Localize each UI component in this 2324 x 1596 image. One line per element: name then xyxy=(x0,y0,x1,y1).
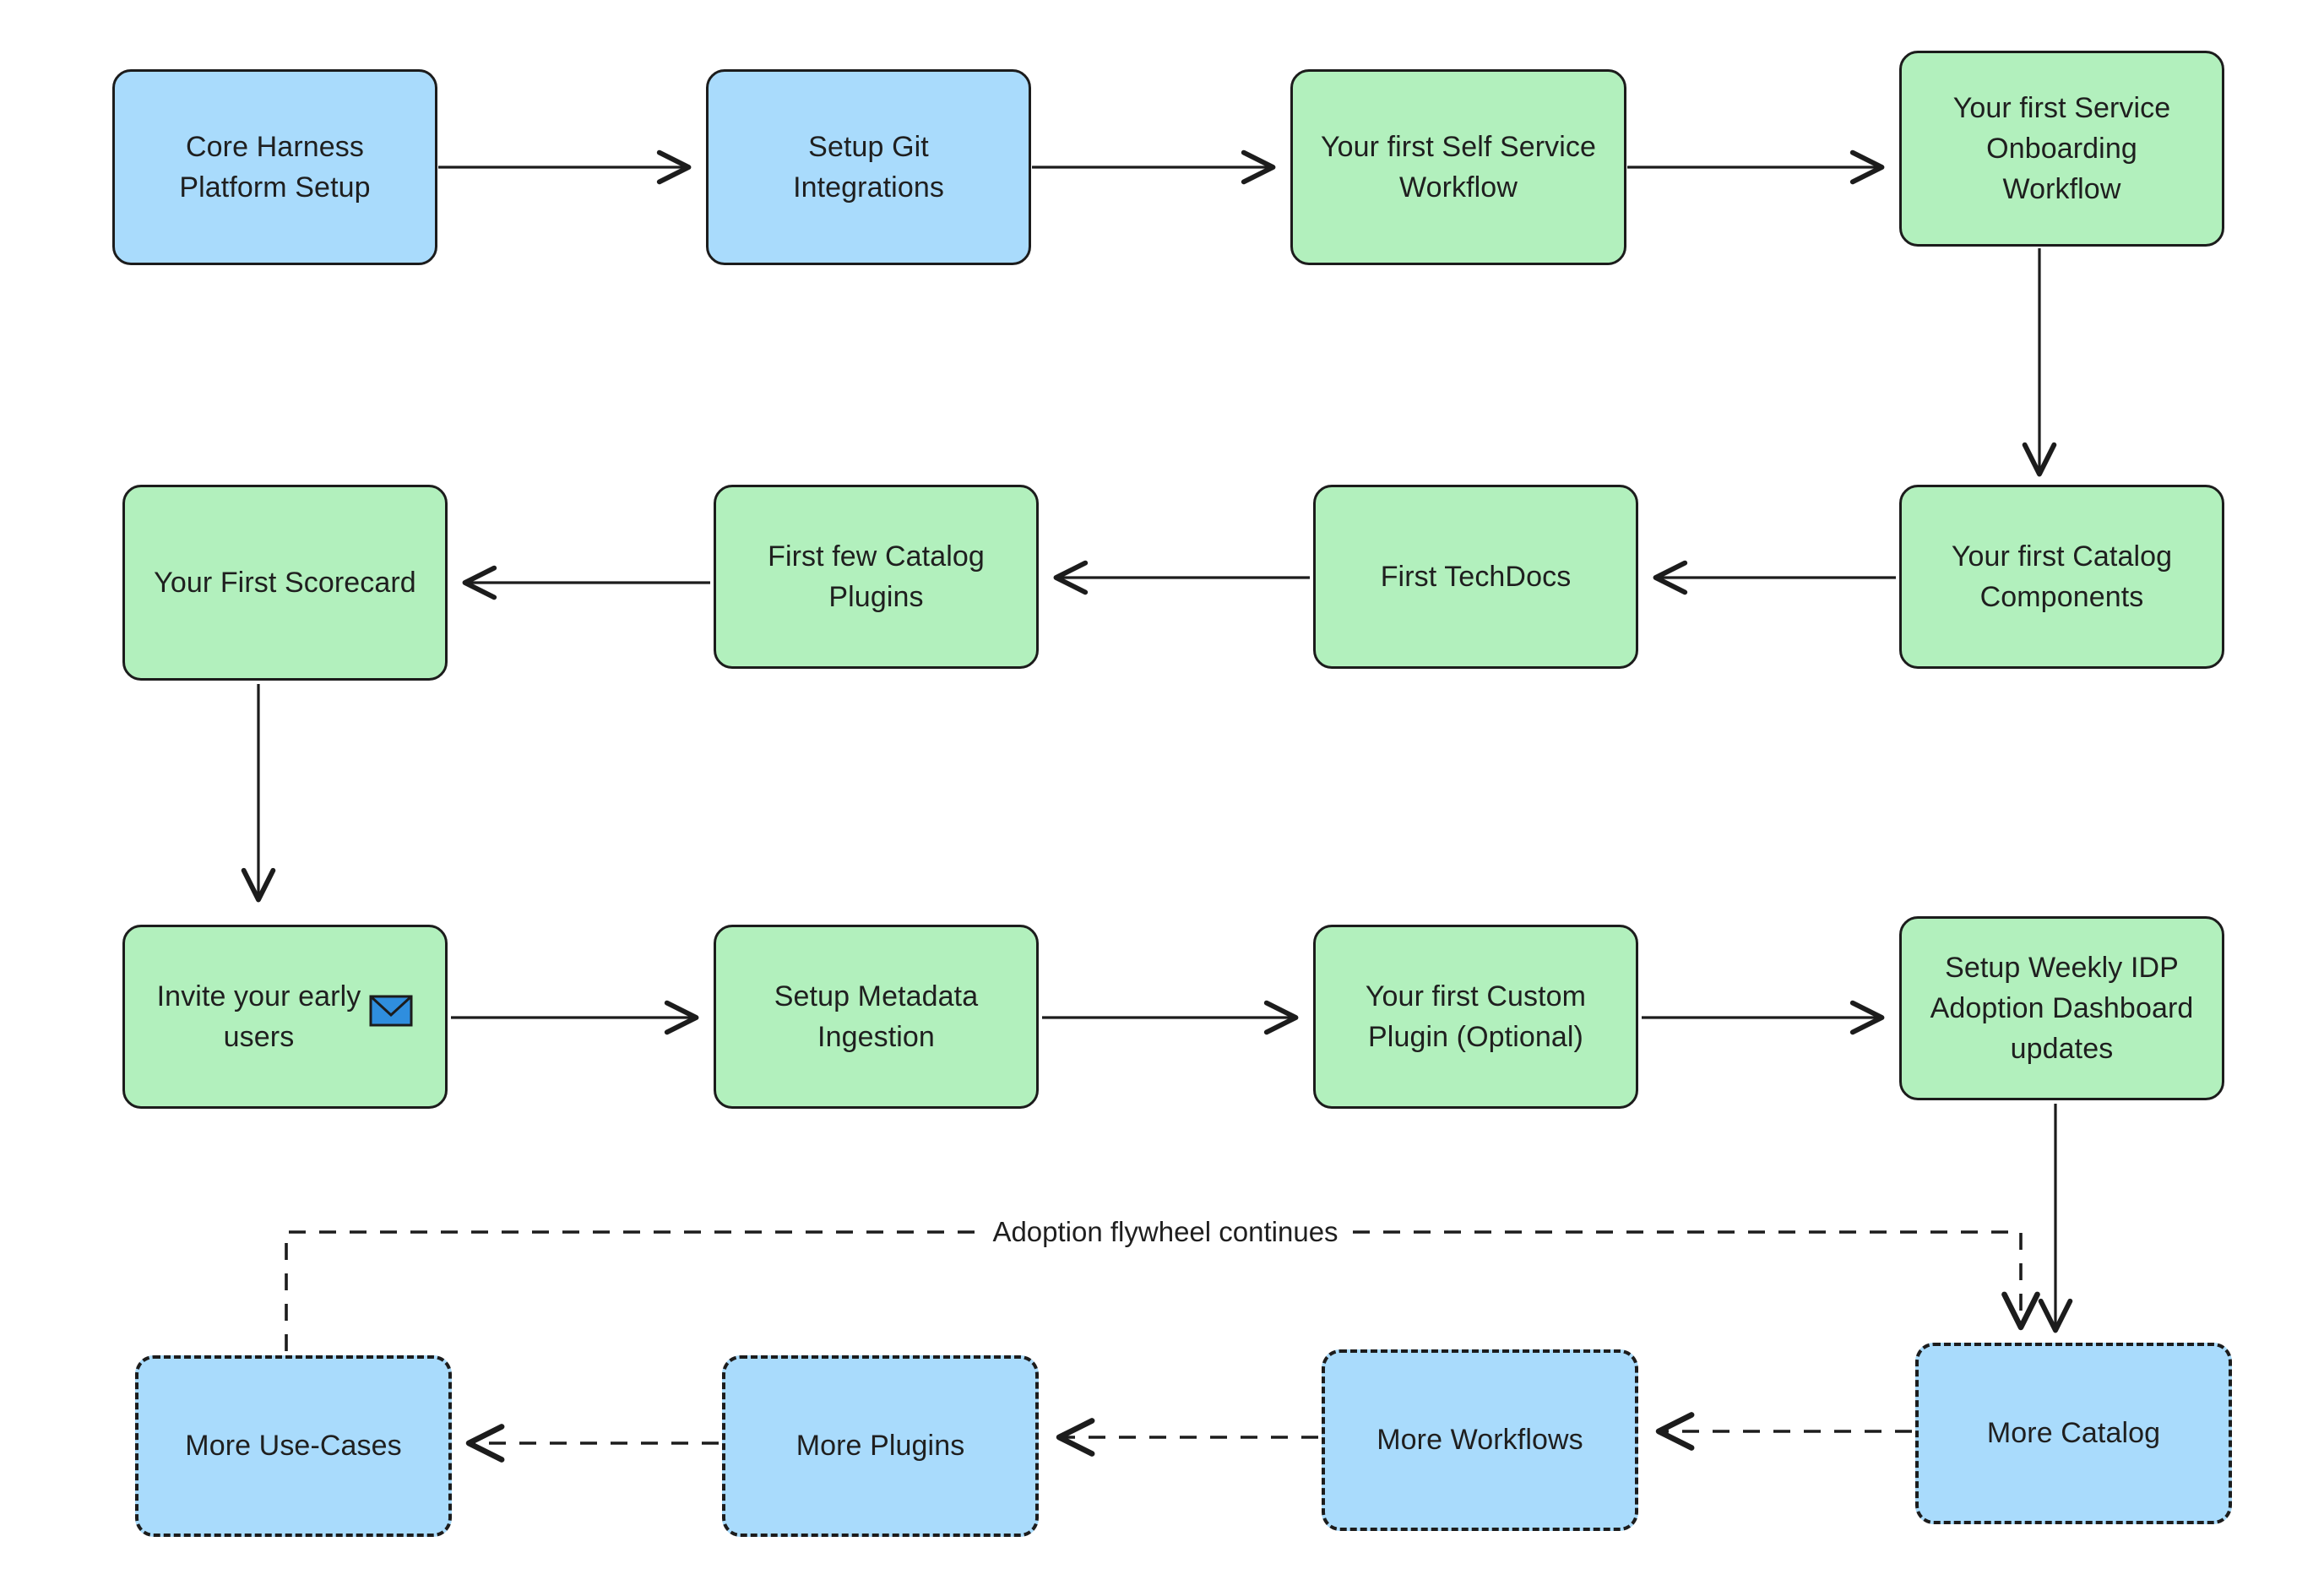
node-your-first-self-service-workflow[interactable]: Your first Self Service Workflow xyxy=(1290,69,1626,265)
node-setup-git-integrations[interactable]: Setup Git Integrations xyxy=(706,69,1031,265)
node-label: First few Catalog Plugins xyxy=(768,540,985,613)
node-label: Core Harness Platform Setup xyxy=(179,130,371,204)
envelope-icon xyxy=(369,995,413,1038)
node-label: Setup Git Integrations xyxy=(793,130,944,204)
node-core-harness-platform-setup[interactable]: Core Harness Platform Setup xyxy=(112,69,437,265)
node-more-catalog[interactable]: More Catalog xyxy=(1915,1343,2232,1524)
node-label: Your first Self Service Workflow xyxy=(1320,130,1597,204)
node-label: Your first Custom Plugin (Optional) xyxy=(1365,980,1587,1053)
node-label: More Use-Cases xyxy=(185,1430,402,1463)
node-label: First TechDocs xyxy=(1380,560,1572,593)
node-label: More Workflows xyxy=(1376,1424,1583,1457)
node-label: Your First Scorecard xyxy=(154,566,416,599)
node-your-first-scorecard[interactable]: Your First Scorecard xyxy=(122,485,448,681)
node-label: More Plugins xyxy=(795,1430,965,1463)
node-label: Setup Metadata Ingestion xyxy=(774,980,979,1053)
node-more-workflows[interactable]: More Workflows xyxy=(1322,1349,1638,1531)
node-first-techdocs[interactable]: First TechDocs xyxy=(1313,485,1638,669)
node-your-first-service-onboarding-workflow[interactable]: Your first Service Onboarding Workflow xyxy=(1899,51,2224,247)
node-label: More Catalog xyxy=(1986,1417,2161,1450)
node-invite-your-early-users[interactable]: Invite your early users xyxy=(122,925,448,1109)
node-label: Invite your early users xyxy=(156,980,361,1053)
edge-adoption-flywheel-loop xyxy=(285,1230,2040,1351)
node-more-use-cases[interactable]: More Use-Cases xyxy=(135,1355,452,1537)
node-more-plugins[interactable]: More Plugins xyxy=(722,1355,1039,1537)
node-your-first-custom-plugin[interactable]: Your first Custom Plugin (Optional) xyxy=(1313,925,1638,1109)
node-setup-weekly-idp-adoption-dashboard-updates[interactable]: Setup Weekly IDP Adoption Dashboard upda… xyxy=(1899,916,2224,1100)
node-label: Your first Catalog Components xyxy=(1951,540,2173,613)
edge-label-adoption-flywheel: Adoption flywheel continues xyxy=(980,1216,1350,1248)
node-label: Setup Weekly IDP Adoption Dashboard upda… xyxy=(1930,951,2194,1066)
node-first-few-catalog-plugins[interactable]: First few Catalog Plugins xyxy=(714,485,1039,669)
node-label: Your first Service Onboarding Workflow xyxy=(1952,91,2171,206)
node-your-first-catalog-components[interactable]: Your first Catalog Components xyxy=(1899,485,2224,669)
node-setup-metadata-ingestion[interactable]: Setup Metadata Ingestion xyxy=(714,925,1039,1109)
